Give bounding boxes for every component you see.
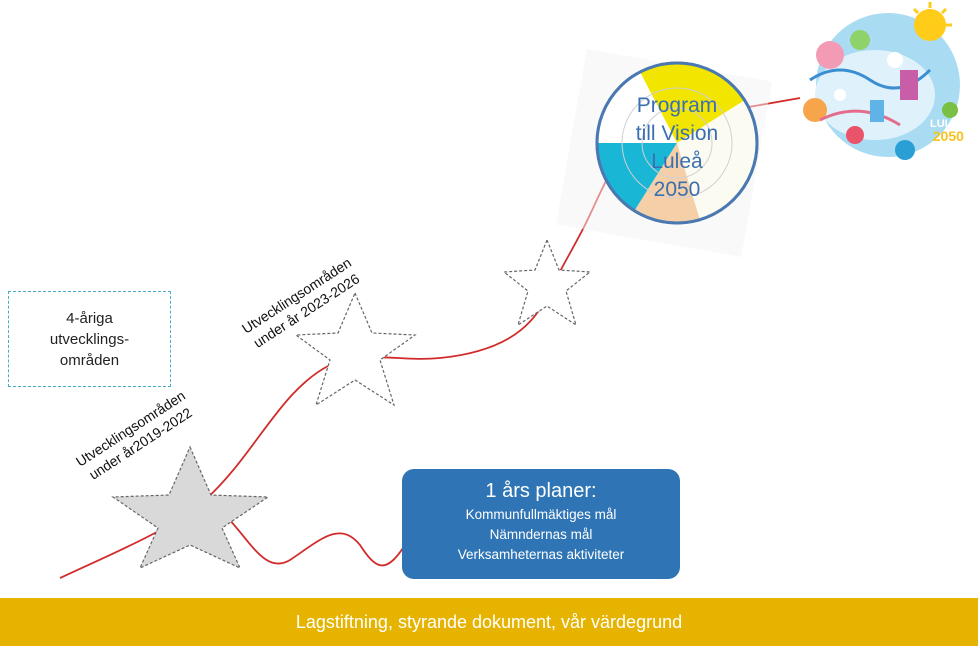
program-line2: till Vision xyxy=(635,122,719,145)
plans-curve xyxy=(224,514,404,567)
vision-logo-line1: LULEÅ xyxy=(930,118,967,130)
vision-logo-line2: 2050 xyxy=(932,128,964,144)
program-line1: Program xyxy=(636,94,718,117)
program-wheel xyxy=(555,49,773,257)
legend-line2: utvecklings- xyxy=(49,330,130,348)
legend-line3: områden xyxy=(59,351,120,369)
plans-item: Nämndernas mål xyxy=(489,527,593,542)
plans-item: Verksamheternas aktiviteter xyxy=(457,547,625,562)
annual-plans-box: 1 års planer: Kommunfullmäktiges mål Näm… xyxy=(402,469,680,579)
plans-title: 1 års planer: xyxy=(485,480,597,502)
vision-2050-illustration xyxy=(803,2,960,160)
foundation-bar: Lagstiftning, styrande dokument, vår vär… xyxy=(0,598,978,646)
star-future xyxy=(502,238,592,327)
star-2019-2022 xyxy=(111,445,270,570)
plans-item: Kommunfullmäktiges mål xyxy=(465,507,617,522)
program-line4: 2050 xyxy=(653,178,701,201)
program-line3: Luleå xyxy=(651,150,703,173)
vision-logo-text: LULEÅ 2050 xyxy=(930,118,967,144)
legend-box: 4-åriga utvecklings- områden xyxy=(8,291,171,387)
foundation-label: Lagstiftning, styrande dokument, vår vär… xyxy=(295,612,683,632)
star-2023-2026 xyxy=(294,291,417,407)
program-wheel-label: Program till Vision Luleå 2050 xyxy=(612,92,742,204)
legend-line1: 4-åriga xyxy=(66,309,113,327)
